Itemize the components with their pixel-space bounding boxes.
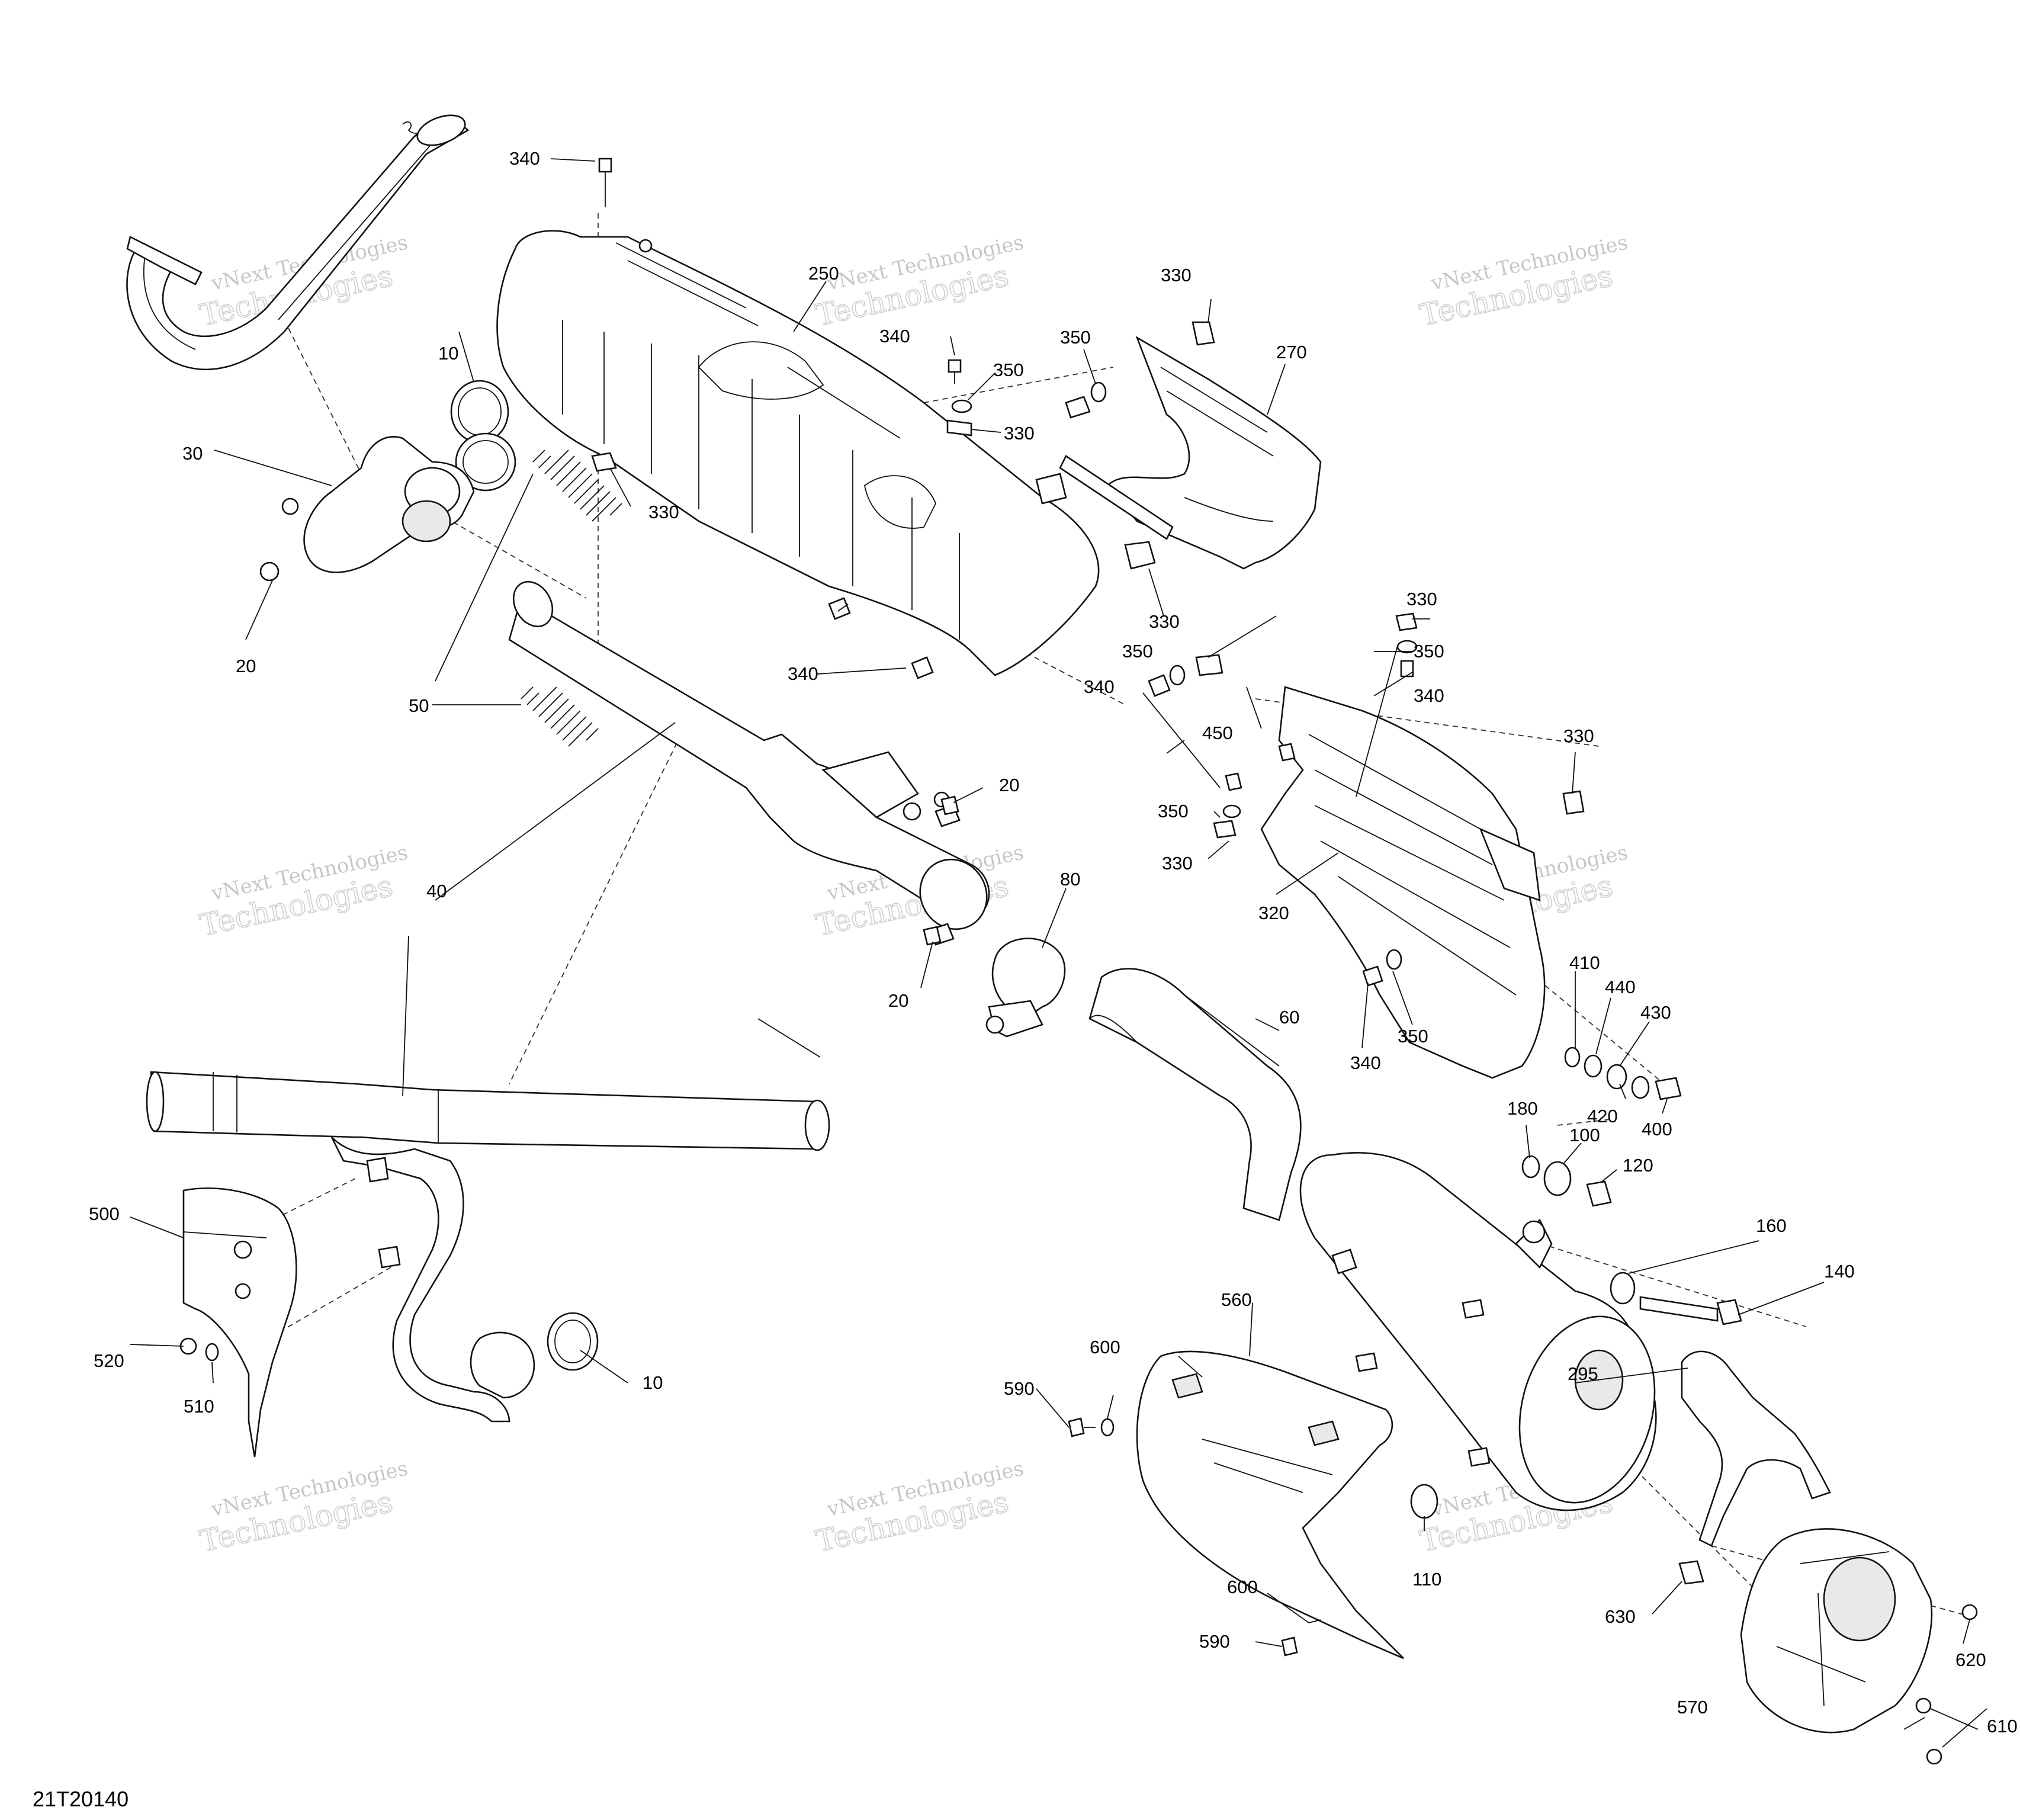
callout-330: 330 bbox=[1162, 853, 1193, 874]
callout-120: 120 bbox=[1623, 1155, 1653, 1176]
callout-10: 10 bbox=[438, 343, 458, 364]
mid-pipe bbox=[508, 580, 990, 946]
fasteners-520-510 bbox=[179, 1337, 219, 1362]
callout-50: 50 bbox=[409, 695, 429, 716]
exhaust-manifold-flange bbox=[259, 436, 475, 582]
part-320-shield bbox=[1260, 686, 1546, 1079]
drawing-code: 21T20140 bbox=[33, 1787, 129, 1811]
callout-320: 320 bbox=[1258, 903, 1289, 923]
callout-590: 590 bbox=[1004, 1378, 1035, 1399]
callout-10: 10 bbox=[643, 1372, 663, 1393]
callout-590: 590 bbox=[1199, 1631, 1230, 1652]
callout-80: 80 bbox=[1060, 869, 1080, 890]
part-270-rear-shield bbox=[1059, 336, 1322, 570]
callout-330: 330 bbox=[1563, 726, 1594, 746]
callout-570: 570 bbox=[1677, 1697, 1708, 1718]
callout-340: 340 bbox=[1414, 685, 1444, 706]
callout-630: 630 bbox=[1605, 1606, 1636, 1627]
callout-100: 100 bbox=[1569, 1125, 1600, 1145]
callout-410: 410 bbox=[1569, 952, 1600, 973]
callout-labels: 340 250 340 350 330 350 330 270 10 30 33… bbox=[89, 148, 2018, 1736]
part-10-gasket-rings-top bbox=[450, 380, 516, 492]
callout-340: 340 bbox=[788, 663, 818, 684]
callout-350: 350 bbox=[1060, 327, 1091, 348]
callout-30: 30 bbox=[182, 443, 203, 464]
callout-330: 330 bbox=[648, 502, 679, 522]
callout-600: 600 bbox=[1090, 1337, 1120, 1357]
small-hardware bbox=[591, 158, 1978, 1765]
callout-510: 510 bbox=[184, 1396, 214, 1417]
callout-520: 520 bbox=[94, 1350, 124, 1371]
callout-40: 40 bbox=[426, 881, 447, 901]
callout-350: 350 bbox=[1122, 641, 1153, 662]
callout-340: 340 bbox=[1350, 1052, 1381, 1073]
callout-330: 330 bbox=[1161, 265, 1192, 285]
callout-430: 430 bbox=[1640, 1002, 1671, 1023]
callout-250: 250 bbox=[808, 263, 839, 284]
part-40-front-pipe bbox=[146, 1071, 830, 1423]
callout-420: 420 bbox=[1587, 1106, 1618, 1126]
part-295-bracket bbox=[1681, 1350, 1831, 1547]
callout-610: 610 bbox=[1987, 1716, 2018, 1736]
callout-440: 440 bbox=[1605, 977, 1636, 997]
callout-270: 270 bbox=[1276, 342, 1307, 362]
callout-340: 340 bbox=[509, 148, 540, 169]
callout-20: 20 bbox=[888, 990, 908, 1011]
callout-500: 500 bbox=[89, 1203, 120, 1224]
callout-60: 60 bbox=[1279, 1007, 1299, 1028]
callout-110: 110 bbox=[1412, 1569, 1441, 1590]
callout-20: 20 bbox=[236, 656, 256, 676]
part-560-side-cover bbox=[1136, 1350, 1404, 1659]
callout-330: 330 bbox=[1406, 589, 1437, 609]
callout-450: 450 bbox=[1202, 723, 1233, 743]
callout-160: 160 bbox=[1756, 1215, 1787, 1236]
watermark: vNext Technologies Technologies bbox=[197, 840, 410, 943]
callout-400: 400 bbox=[1642, 1119, 1672, 1139]
part-30-header-pipe bbox=[126, 114, 470, 371]
callout-20: 20 bbox=[999, 775, 1019, 795]
callout-350: 350 bbox=[1398, 1026, 1428, 1047]
callout-350: 350 bbox=[1414, 641, 1444, 662]
callout-620: 620 bbox=[1955, 1649, 1986, 1670]
part-50-springs bbox=[521, 450, 622, 747]
watermark: vNext Technologies Technologies bbox=[197, 1456, 410, 1559]
watermark: vNext Technologies Technologies bbox=[813, 230, 1026, 333]
callout-350: 350 bbox=[993, 359, 1024, 380]
watermark: vNext Technologies Technologies bbox=[813, 1456, 1026, 1559]
callout-140: 140 bbox=[1824, 1261, 1855, 1282]
watermark: vNext Technologies Technologies bbox=[1417, 230, 1630, 333]
callout-340: 340 bbox=[879, 326, 910, 346]
part-570-end-cap bbox=[1740, 1528, 1933, 1734]
callout-180: 180 bbox=[1507, 1098, 1538, 1119]
part-80-clamp bbox=[985, 938, 1066, 1038]
callout-600: 600 bbox=[1227, 1577, 1258, 1597]
callout-350: 350 bbox=[1158, 801, 1189, 821]
callout-560: 560 bbox=[1221, 1289, 1252, 1310]
callout-340: 340 bbox=[1084, 676, 1115, 697]
part-250-heat-shield bbox=[496, 230, 1100, 676]
callout-295: 295 bbox=[1568, 1363, 1598, 1384]
part-60-tail-pipe bbox=[1088, 968, 1302, 1221]
part-500-bracket bbox=[182, 1187, 297, 1458]
callout-330: 330 bbox=[1004, 423, 1035, 444]
callout-330: 330 bbox=[1149, 611, 1180, 632]
leader-lines bbox=[130, 158, 1987, 1748]
